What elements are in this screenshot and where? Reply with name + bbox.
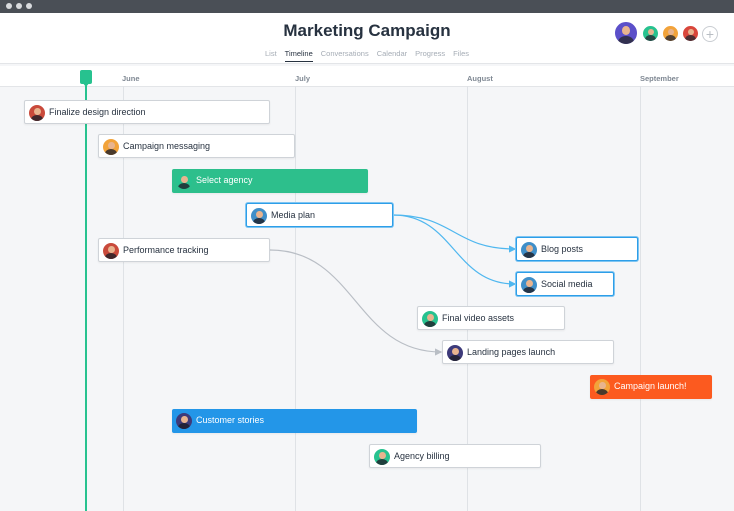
task-agency[interactable]: Select agency bbox=[172, 169, 368, 193]
assignee-avatar-icon[interactable] bbox=[29, 105, 45, 121]
month-gridline bbox=[467, 86, 468, 511]
tab-calendar[interactable]: Calendar bbox=[376, 49, 408, 58]
task-messaging[interactable]: Campaign messaging bbox=[98, 134, 295, 158]
window-maximize-dot[interactable] bbox=[26, 3, 32, 9]
task-label: Media plan bbox=[271, 210, 316, 220]
month-header: June July August September bbox=[0, 66, 734, 87]
assignee-avatar-icon[interactable] bbox=[521, 242, 537, 258]
today-line bbox=[85, 86, 87, 511]
avatar-icon[interactable] bbox=[662, 25, 679, 42]
assignee-avatar-icon[interactable] bbox=[447, 345, 463, 361]
dependency-arrow bbox=[392, 214, 517, 288]
view-tabs: List Timeline Conversations Calendar Progres… bbox=[0, 49, 734, 62]
avatar-icon[interactable] bbox=[682, 25, 699, 42]
tab-timeline[interactable]: Timeline bbox=[284, 49, 313, 62]
month-label-september: September bbox=[640, 74, 679, 83]
window-titlebar bbox=[0, 0, 734, 13]
task-stories[interactable]: Customer stories bbox=[172, 409, 417, 433]
project-members: + bbox=[614, 19, 724, 45]
tab-files[interactable]: Files bbox=[453, 49, 469, 58]
assignee-avatar-icon[interactable] bbox=[103, 243, 119, 259]
assignee-avatar-icon[interactable] bbox=[103, 139, 119, 155]
task-label: Select agency bbox=[196, 175, 253, 185]
task-landing[interactable]: Landing pages launch bbox=[442, 340, 614, 364]
tab-progress[interactable]: Progress bbox=[415, 49, 446, 58]
month-gridline bbox=[123, 86, 124, 511]
plus-icon[interactable]: + bbox=[702, 26, 718, 42]
window-close-dot[interactable] bbox=[6, 3, 12, 9]
task-label: Performance tracking bbox=[123, 245, 209, 255]
today-marker-handle[interactable] bbox=[80, 70, 92, 87]
month-label-august: August bbox=[467, 74, 493, 83]
task-social[interactable]: Social media bbox=[516, 272, 614, 296]
assignee-avatar-icon[interactable] bbox=[422, 311, 438, 327]
tab-list[interactable]: List bbox=[265, 49, 277, 58]
project-title: Marketing Campaign bbox=[283, 21, 451, 40]
month-gridline bbox=[295, 86, 296, 511]
task-label: Campaign messaging bbox=[123, 141, 211, 151]
task-label: Campaign launch! bbox=[614, 381, 687, 391]
month-label-july: July bbox=[295, 74, 311, 83]
task-blog[interactable]: Blog posts bbox=[516, 237, 638, 261]
avatar-icon[interactable] bbox=[614, 21, 638, 45]
task-label: Agency billing bbox=[394, 451, 450, 461]
month-label-june: June bbox=[122, 74, 140, 83]
assignee-avatar-icon[interactable] bbox=[251, 208, 267, 224]
assignee-avatar-icon[interactable] bbox=[594, 379, 610, 395]
assignee-avatar-icon[interactable] bbox=[176, 173, 192, 189]
task-label: Landing pages launch bbox=[467, 347, 556, 357]
task-video[interactable]: Final video assets bbox=[417, 306, 565, 330]
assignee-avatar-icon[interactable] bbox=[521, 277, 537, 293]
dependency-arrow bbox=[392, 214, 517, 253]
task-launch[interactable]: Campaign launch! bbox=[590, 375, 712, 399]
window-minimize-dot[interactable] bbox=[16, 3, 22, 9]
avatar-icon[interactable] bbox=[642, 25, 659, 42]
task-label: Social media bbox=[541, 279, 593, 289]
month-gridline bbox=[640, 86, 641, 511]
task-finalize[interactable]: Finalize design direction bbox=[24, 100, 270, 124]
task-label: Blog posts bbox=[541, 244, 584, 254]
task-perf[interactable]: Performance tracking bbox=[98, 238, 270, 262]
tab-conversations[interactable]: Conversations bbox=[320, 49, 369, 58]
task-label: Final video assets bbox=[442, 313, 515, 323]
project-header: Marketing Campaign List Timeline Conversat… bbox=[0, 13, 734, 64]
task-label: Customer stories bbox=[196, 415, 265, 425]
assignee-avatar-icon[interactable] bbox=[374, 449, 390, 465]
task-billing[interactable]: Agency billing bbox=[369, 444, 541, 468]
assignee-avatar-icon[interactable] bbox=[176, 413, 192, 429]
task-media[interactable]: Media plan bbox=[246, 203, 393, 227]
task-label: Finalize design direction bbox=[49, 107, 146, 117]
